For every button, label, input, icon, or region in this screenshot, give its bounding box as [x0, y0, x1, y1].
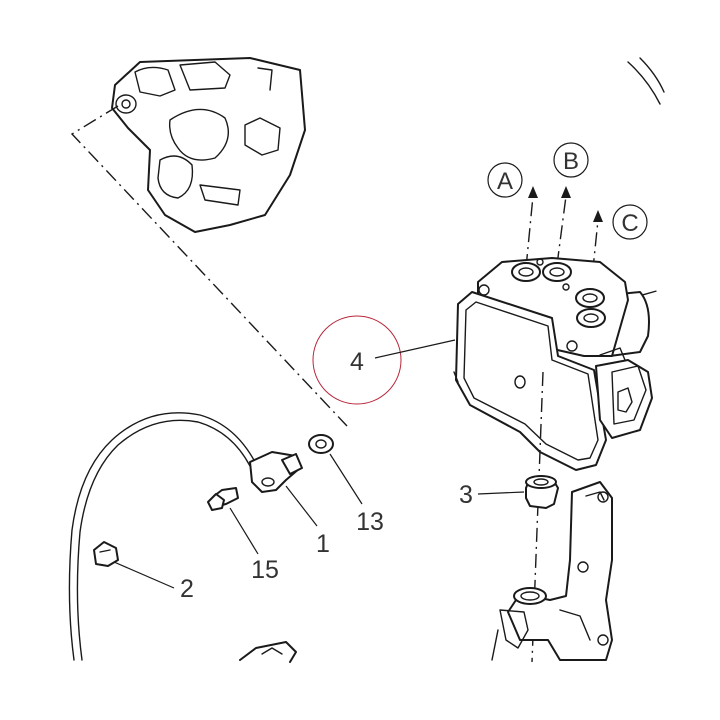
sealing-washer — [308, 434, 334, 454]
connection-label-b: B — [563, 148, 579, 175]
part-label-4: 4 — [350, 348, 364, 376]
cable-connector — [239, 641, 297, 663]
frame-edge-line-inner — [639, 57, 665, 93]
connection-circle-c — [612, 204, 648, 240]
frame-mount-centerline — [70, 105, 348, 427]
wheel-speed-sensor — [249, 451, 303, 493]
part-label-15: 15 — [251, 556, 279, 584]
part-label-3: 3 — [459, 481, 473, 509]
connection-label-c: C — [621, 210, 638, 237]
brake-line-arrows — [525, 186, 661, 303]
connection-circle-b — [553, 142, 589, 178]
mounting-bracket — [491, 481, 613, 661]
leader-lines — [113, 339, 525, 589]
connection-label-a: A — [497, 168, 513, 195]
highlight-circle — [312, 315, 402, 405]
frame-bracket — [111, 57, 306, 233]
part-label-13: 13 — [356, 508, 384, 536]
frame-edge-line — [627, 61, 661, 105]
connection-circle-a — [487, 162, 523, 198]
part-label-2: 2 — [180, 575, 194, 603]
cable-clip — [93, 541, 119, 567]
sensor-cable — [68, 412, 256, 661]
rubber-grommet — [525, 475, 559, 509]
mounting-bolt — [207, 487, 239, 511]
part-label-1: 1 — [316, 530, 330, 558]
abs-modulator-unit — [453, 257, 653, 471]
